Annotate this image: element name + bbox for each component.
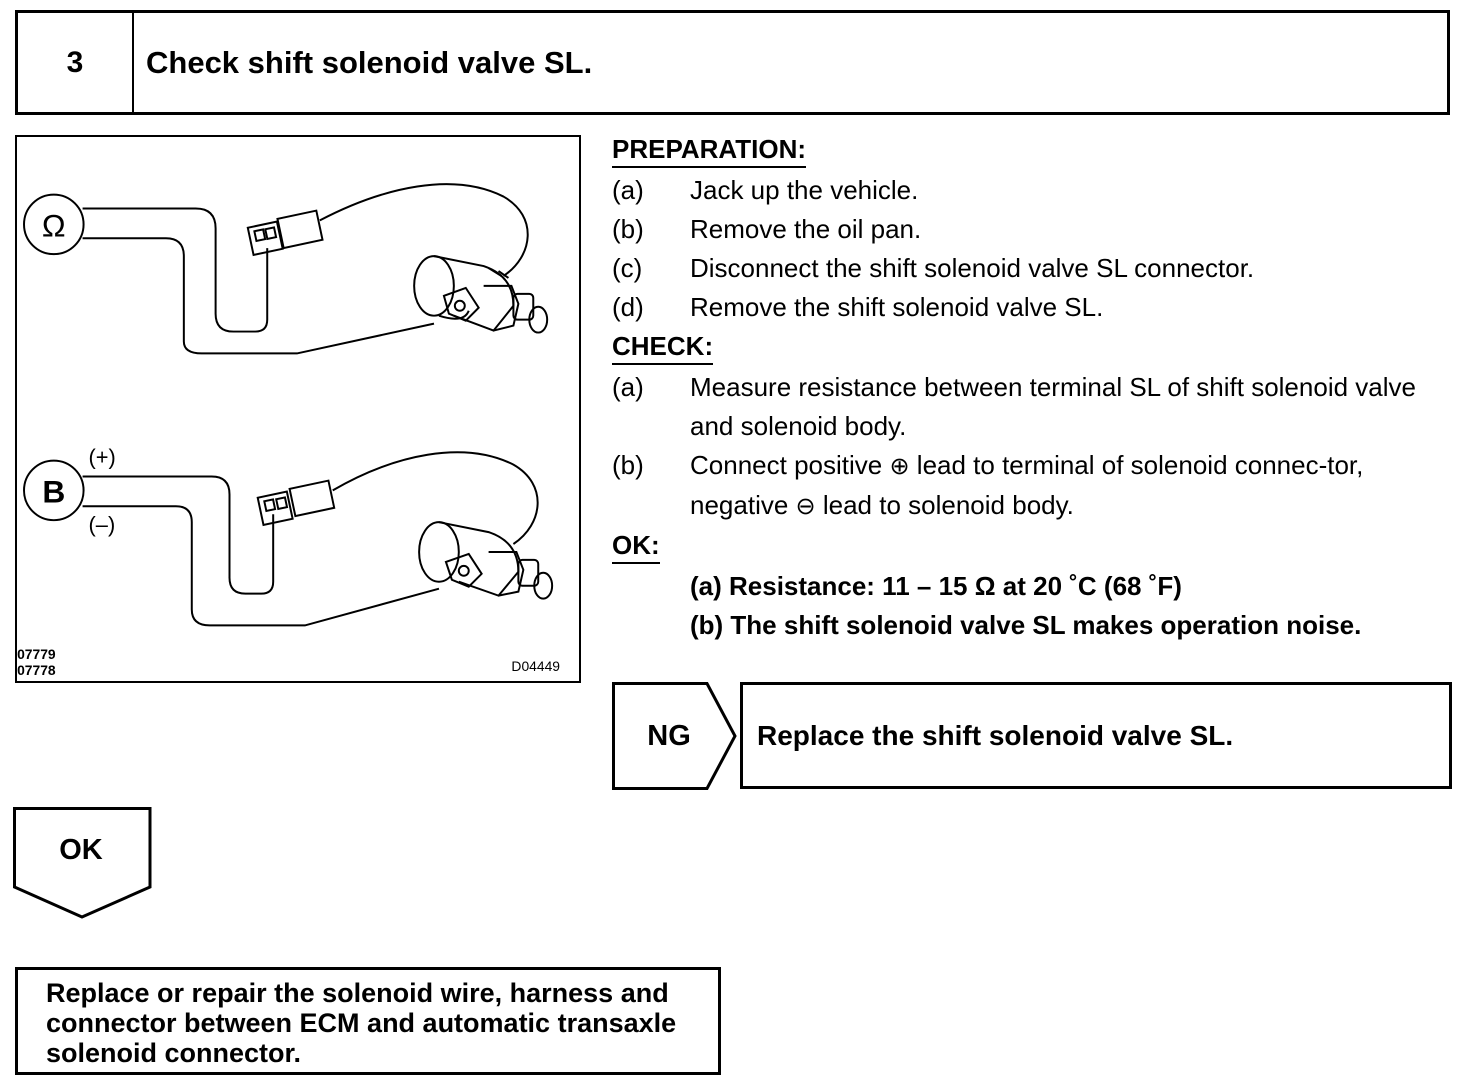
list-item: (b) Remove the oil pan.: [612, 214, 922, 244]
ok-label: OK: [59, 833, 103, 866]
ng-arrow-icon: [612, 682, 737, 790]
list-item: (c) Disconnect the shift solenoid valve …: [612, 253, 1255, 283]
ok-action-box: Replace or repair the solenoid wire, har…: [15, 967, 721, 1075]
figure-code-1: 07779: [17, 646, 56, 662]
ng-label: NG: [647, 719, 691, 752]
preparation-heading: PREPARATION:: [612, 132, 807, 168]
battery-icon: [23, 459, 85, 522]
positive-label: (+): [89, 445, 116, 470]
list-item: (b) Connect positive ⊕ lead to terminal …: [612, 450, 1364, 520]
solenoid-diagram: Ω B (+) (–) 07779 07778 D04449: [15, 135, 581, 683]
list-item: (a) Jack up the vehicle.: [612, 175, 919, 205]
list-item: (d) Remove the shift solenoid valve SL.: [612, 292, 1104, 322]
ok-criterion-a: (a) Resistance: 11 – 15 Ω at 20 ˚C (68 ˚…: [690, 571, 1182, 601]
minus-circle-icon: ⊖: [795, 492, 816, 520]
list-item: (a) Measure resistance between terminal …: [612, 372, 1416, 441]
ok-arrow-icon: [13, 807, 152, 919]
figure-id: D04449: [511, 658, 560, 674]
step-title: Check shift solenoid valve SL.: [146, 44, 593, 80]
ok-criterion-b: (b) The shift solenoid valve SL makes op…: [690, 610, 1362, 640]
ohm-symbol: Ω: [42, 207, 66, 243]
plus-circle-icon: ⊕: [889, 452, 910, 480]
instructions: PREPARATION: (a) Jack up the vehicle. (b…: [612, 130, 1454, 645]
ng-action-box: Replace the shift solenoid valve SL.: [740, 682, 1452, 789]
check-heading: CHECK:: [612, 329, 714, 365]
ohmmeter-icon: [23, 193, 85, 256]
step-header: 3 Check shift solenoid valve SL.: [15, 10, 1450, 115]
ok-criteria: (a) Resistance: 11 – 15 Ω at 20 ˚C (68 ˚…: [612, 567, 1454, 645]
figure-code-2: 07778: [17, 662, 56, 678]
negative-label: (–): [89, 512, 116, 537]
ok-heading: OK:: [612, 528, 660, 564]
step-number: 3: [18, 13, 134, 112]
battery-symbol: B: [42, 473, 65, 509]
